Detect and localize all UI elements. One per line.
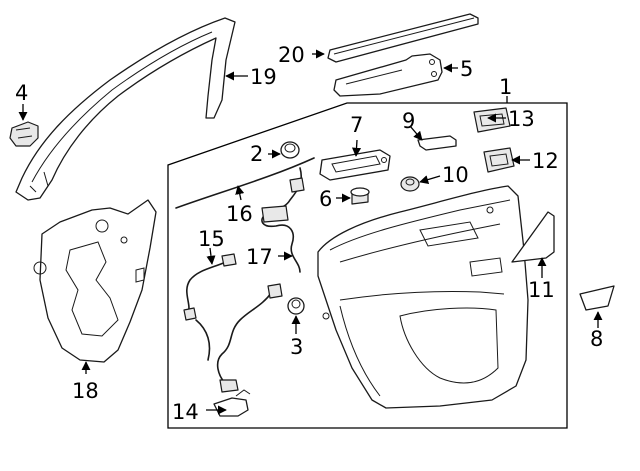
part-14-clip <box>213 389 251 417</box>
callout-1: 1 <box>499 75 512 99</box>
part-2-grommet <box>280 141 300 159</box>
part-5-bracket <box>333 53 443 97</box>
part-4-clip <box>9 121 39 147</box>
part-12-switch <box>483 147 515 173</box>
leaders <box>18 49 603 415</box>
callout-8: 8 <box>590 327 603 351</box>
part-6-pin <box>350 187 370 205</box>
callout-19: 19 <box>250 65 277 89</box>
callout-18: 18 <box>72 379 99 403</box>
callouts: 1 2 3 4 5 6 7 8 9 10 11 12 13 14 15 16 1… <box>15 43 603 424</box>
callout-10: 10 <box>442 163 469 187</box>
part-15-harness <box>183 253 283 393</box>
part-9-trim <box>417 135 457 151</box>
part-8-molding <box>579 285 615 311</box>
callout-7: 7 <box>350 113 363 137</box>
callout-20: 20 <box>278 43 305 67</box>
part-20-belt-molding <box>327 13 479 63</box>
part-19-frame-trim <box>15 17 236 201</box>
callout-14: 14 <box>172 400 199 424</box>
part-16-harness <box>175 157 315 273</box>
part-7-handle-bezel <box>319 149 391 181</box>
assembly-frame <box>167 102 568 429</box>
callout-4: 4 <box>15 81 28 105</box>
callout-5: 5 <box>460 57 473 81</box>
callout-16: 16 <box>226 202 253 226</box>
callout-2: 2 <box>250 142 263 166</box>
callout-12: 12 <box>532 149 559 173</box>
part-10-cap <box>400 176 420 192</box>
part-3-grommet <box>287 297 305 315</box>
callout-9: 9 <box>402 109 415 133</box>
callout-3: 3 <box>290 335 303 359</box>
callout-6: 6 <box>319 187 332 211</box>
part-18-water-deflector <box>33 199 157 363</box>
callout-17: 17 <box>246 245 273 269</box>
part-1-door-panel <box>317 185 529 409</box>
callout-13: 13 <box>508 107 535 131</box>
part-13-switch <box>473 107 511 133</box>
callout-11: 11 <box>528 278 555 302</box>
callout-15: 15 <box>198 227 225 251</box>
